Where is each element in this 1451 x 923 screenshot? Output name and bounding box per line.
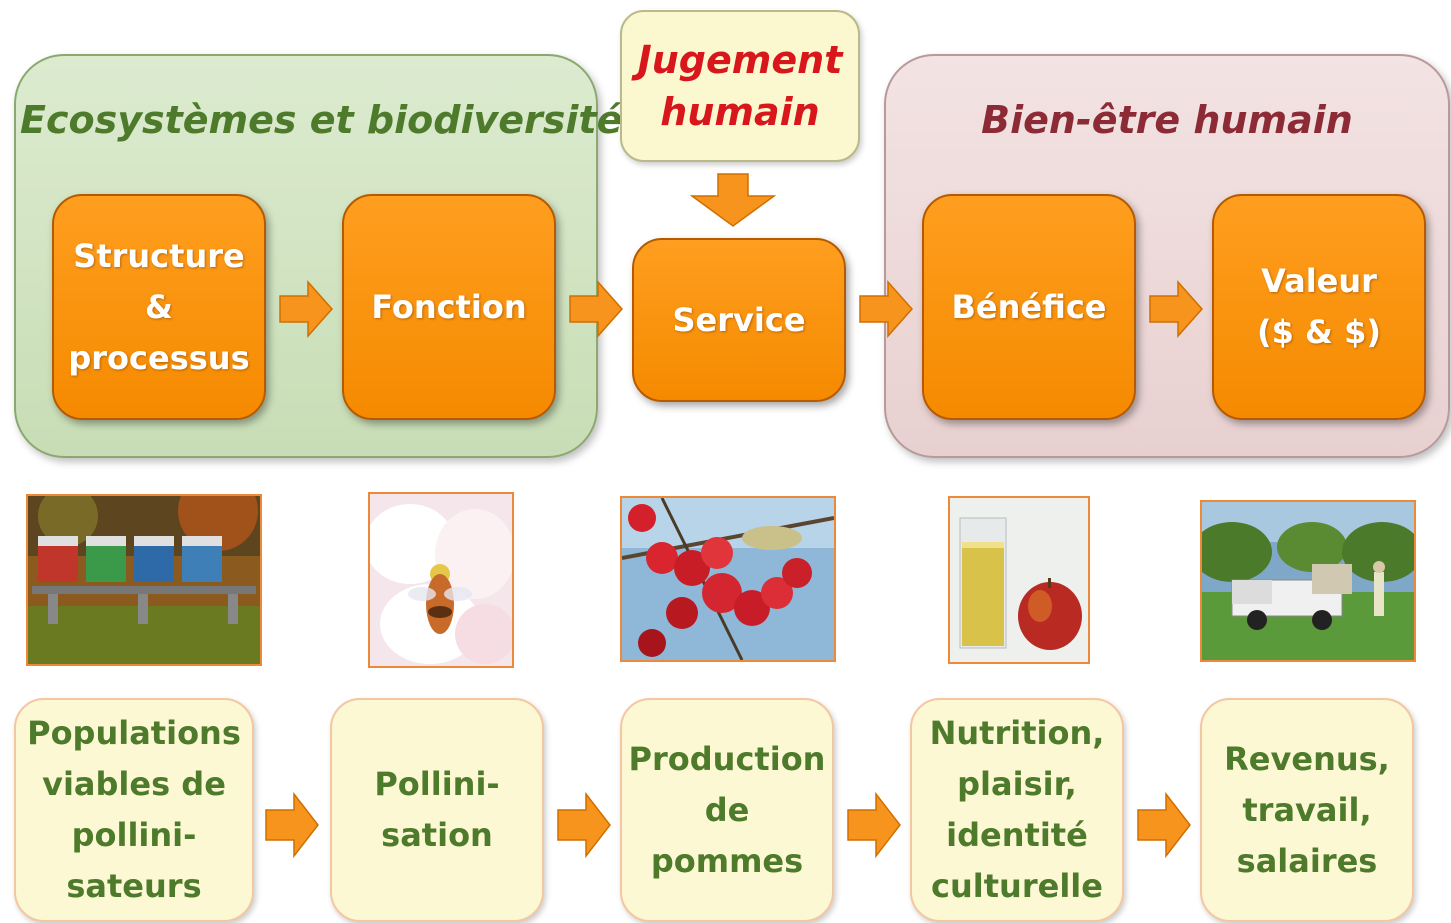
example-box-apple-production: Production de pommes: [620, 698, 834, 922]
example-box-revenues: Revenus, travail, salaires: [1200, 698, 1414, 922]
right-arrow-icon: [278, 280, 334, 338]
value-label: Valeur ($ & $): [1257, 262, 1381, 351]
down-arrow-icon: [690, 172, 776, 228]
human-judgement-label: Jugement humain: [637, 38, 843, 134]
example-label: Nutrition, plaisir, identité culturelle: [929, 714, 1105, 905]
example-label: Populations viables de pollini- sateurs: [27, 714, 241, 905]
right-arrow-icon: [858, 280, 914, 338]
example-label: Revenus, travail, salaires: [1224, 739, 1390, 880]
cider-and-apple-photo: [948, 496, 1090, 664]
structure-process-box: Structure & processus: [52, 194, 266, 420]
function-box: Fonction: [342, 194, 556, 420]
value-box: Valeur ($ & $): [1212, 194, 1426, 420]
right-arrow-icon: [1148, 280, 1204, 338]
service-label: Service: [672, 300, 806, 339]
right-arrow-icon: [846, 792, 902, 858]
wellbeing-title: Bien-être humain: [981, 98, 1353, 142]
example-label: Pollini- sation: [374, 765, 500, 854]
function-label: Fonction: [371, 287, 527, 326]
beehives-photo: [26, 494, 262, 666]
structure-process-label: Structure & processus: [68, 236, 250, 377]
example-box-pollination: Pollini- sation: [330, 698, 544, 922]
orchard-truck-photo: [1200, 500, 1416, 662]
right-arrow-icon: [556, 792, 612, 858]
ecosystems-title: Ecosystèmes et biodiversité: [20, 98, 623, 142]
benefit-label: Bénéfice: [951, 287, 1107, 326]
right-arrow-icon: [568, 280, 624, 338]
apple-branch-photo: [620, 496, 836, 662]
example-label: Production de pommes: [628, 739, 826, 880]
right-arrow-icon: [1136, 792, 1192, 858]
service-box: Service: [632, 238, 846, 402]
benefit-box: Bénéfice: [922, 194, 1136, 420]
human-judgement-box: Jugement humain: [620, 10, 860, 162]
bee-on-flower-photo: [368, 492, 514, 668]
example-box-nutrition: Nutrition, plaisir, identité culturelle: [910, 698, 1124, 922]
example-box-pollinator-populations: Populations viables de pollini- sateurs: [14, 698, 254, 922]
right-arrow-icon: [264, 792, 320, 858]
